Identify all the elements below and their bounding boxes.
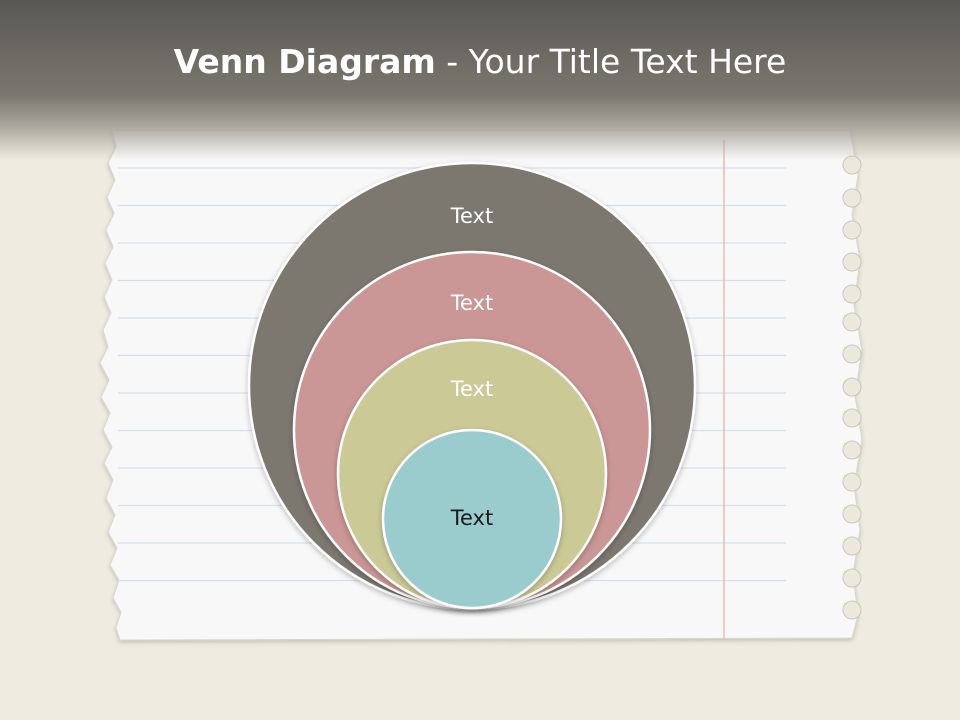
punch-hole (842, 284, 862, 304)
punch-hole (842, 472, 862, 492)
punch-hole (842, 188, 862, 208)
punch-holes (842, 155, 862, 620)
venn-label-4: Text (450, 506, 493, 530)
punch-hole (842, 440, 862, 460)
punch-hole (842, 220, 862, 240)
punch-hole (842, 252, 862, 272)
venn-label-1: Text (450, 204, 493, 228)
venn-label-3: Text (450, 377, 493, 401)
punch-hole (842, 536, 862, 556)
title-bold: Venn Diagram (173, 42, 436, 81)
punch-hole (842, 377, 862, 397)
punch-hole (842, 408, 862, 428)
punch-hole (842, 344, 862, 364)
punch-hole (842, 312, 862, 332)
venn-label-2: Text (450, 291, 493, 315)
title-rest: - Your Title Text Here (435, 42, 787, 81)
punch-hole (842, 600, 862, 620)
punch-hole (842, 504, 862, 524)
venn-circle-4 (381, 428, 563, 610)
slide-title: Venn Diagram - Your Title Text Here (0, 40, 960, 84)
punch-hole (842, 568, 862, 588)
title-bar: Venn Diagram - Your Title Text Here (0, 0, 960, 160)
